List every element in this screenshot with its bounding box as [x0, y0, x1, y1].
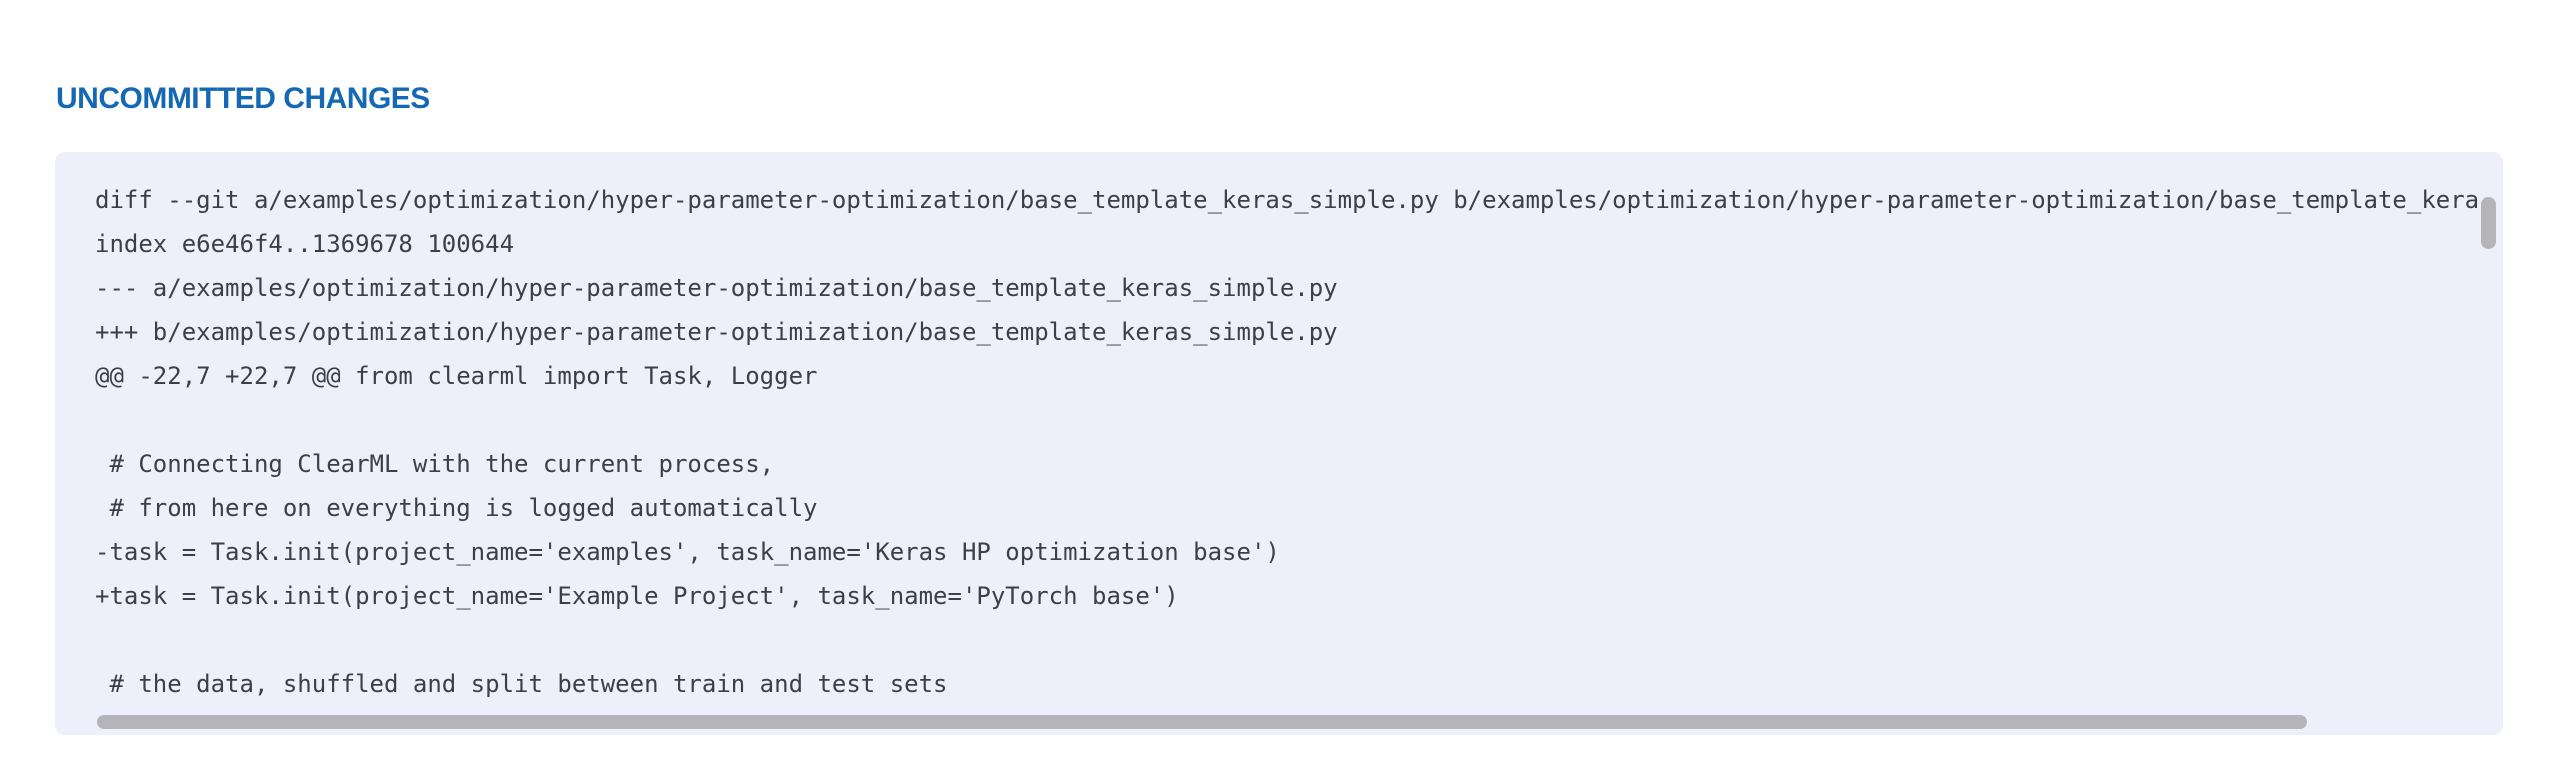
diff-panel[interactable]: diff --git a/examples/optimization/hyper… [55, 152, 2503, 735]
horizontal-scrollbar-thumb[interactable] [97, 715, 2307, 729]
section-title: UNCOMMITTED CHANGES [56, 82, 430, 115]
vertical-scrollbar-thumb[interactable] [2481, 197, 2496, 249]
diff-scroll-viewport: diff --git a/examples/optimization/hyper… [95, 178, 2477, 712]
diff-text: diff --git a/examples/optimization/hyper… [95, 186, 2477, 698]
